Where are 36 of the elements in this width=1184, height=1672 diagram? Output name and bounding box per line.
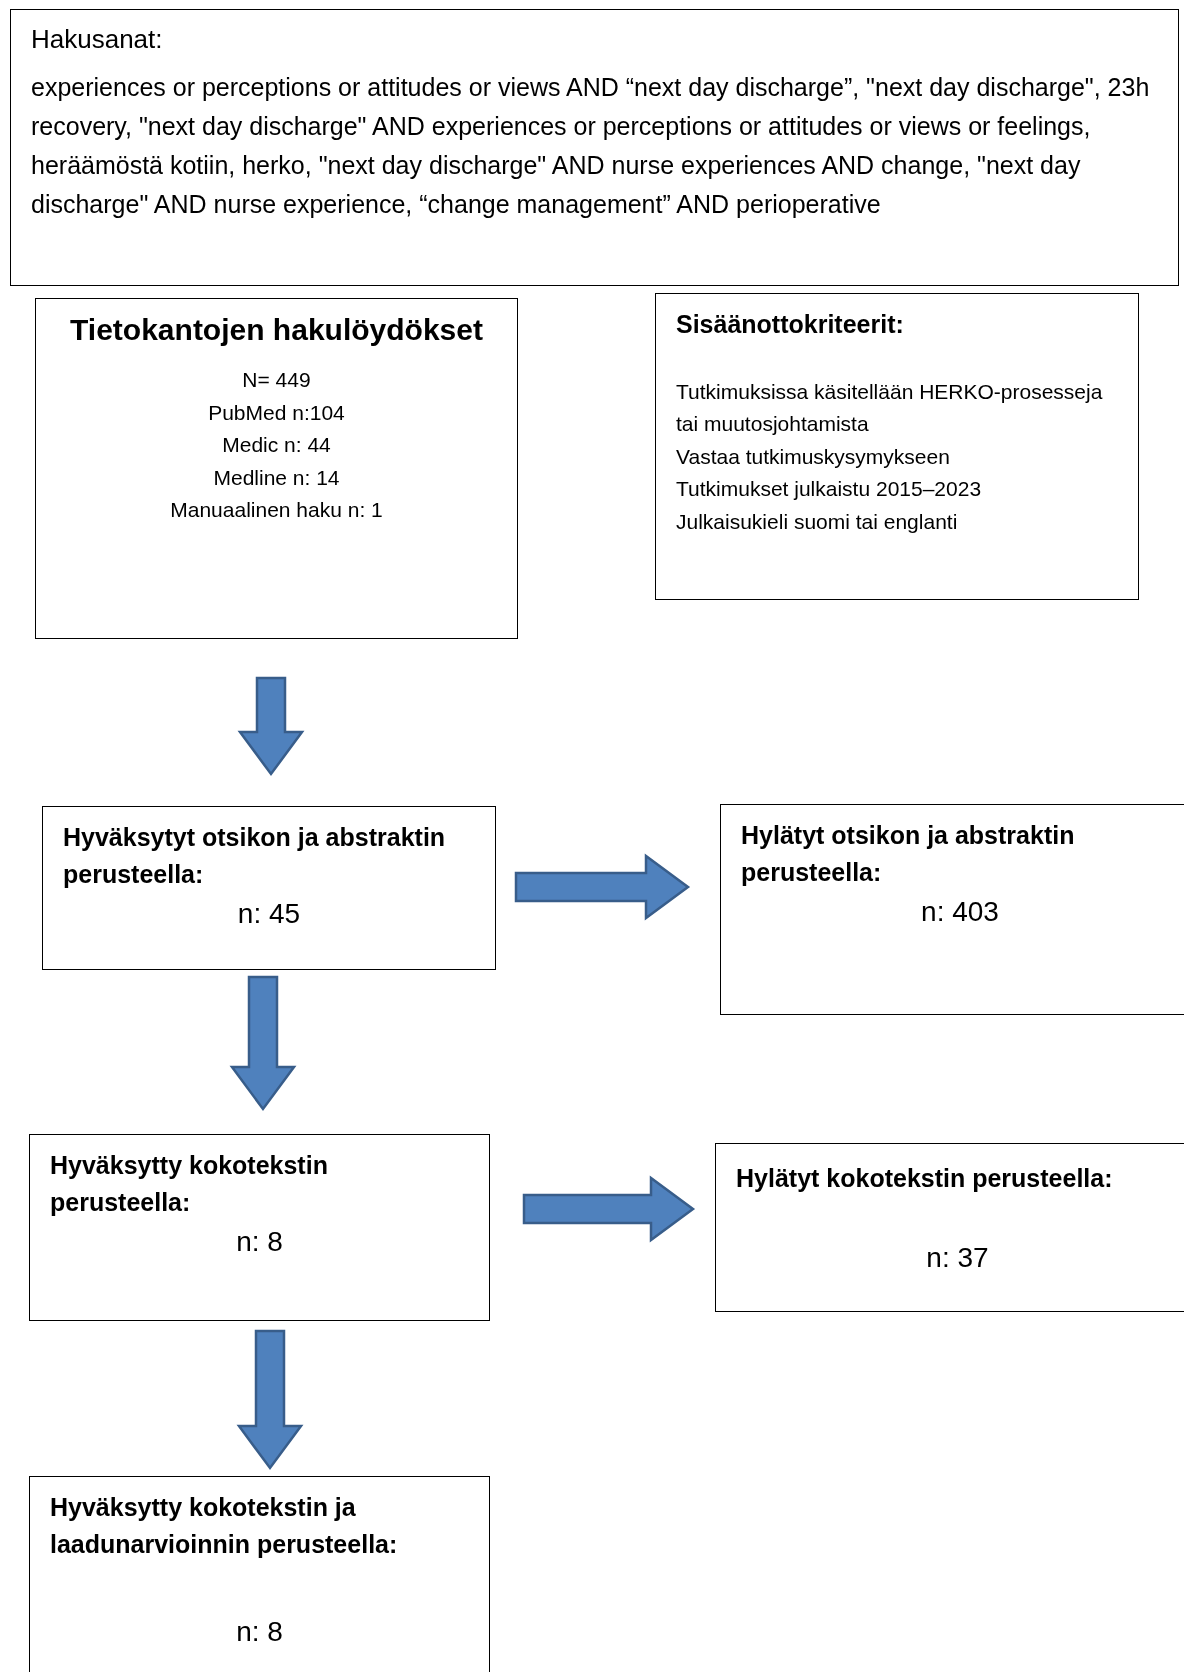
box-text: Medic n: 44	[221, 432, 332, 458]
box-text: Tutkimuksissa käsitellään HERKO-prosesseja tai muutosjohtamista	[676, 378, 1104, 437]
box-text: n: 403	[920, 895, 1000, 929]
box-text: N= 449	[241, 367, 312, 393]
block-arrow	[522, 1175, 696, 1243]
process-box	[35, 298, 518, 639]
box-text: n: 8	[235, 1225, 284, 1259]
process-box	[42, 806, 496, 970]
box-heading: Sisäänottokriteerit:	[676, 309, 905, 340]
block-arrow	[514, 853, 691, 921]
box-heading: Hylätyt otsikon ja abstraktin perusteella:	[741, 820, 1076, 888]
process-box	[720, 804, 1184, 1015]
box-heading: Hyväksytty kokotekstin ja laadunarvioinnin perusteella:	[50, 1492, 399, 1560]
box-text: PubMed n:104	[207, 399, 346, 426]
block-arrow	[236, 1329, 304, 1471]
box-heading: Hakusanat:	[31, 23, 164, 56]
process-box	[29, 1476, 490, 1672]
process-box	[715, 1143, 1184, 1312]
process-box	[29, 1134, 490, 1321]
box-heading: Hyväksytyt otsikon ja abstraktin perusteella:	[63, 822, 447, 890]
box-text: n: 37	[925, 1241, 990, 1275]
process-box	[10, 9, 1179, 286]
box-text: n: 8	[235, 1615, 284, 1649]
box-text: experiences or perceptions or attitudes or views AND “next day discharge”, "next day discharge", 23h recovery, "next day discharge" AND experiences or perceptions or attitudes or views or feelings, heräämöstä kotiin, herko, "next day discharge" AND nurse experiences AND change, "next day discharge" AND nurse experience, “change management” AND perioperative	[31, 72, 1151, 220]
box-text: Manuaalinen haku n: 1	[169, 497, 384, 523]
box-text: Vastaa tutkimuskysymykseen	[676, 443, 951, 470]
box-heading: Hyväksytty kokotekstin perusteella:	[50, 1150, 329, 1218]
box-text: Medline n: 14	[212, 464, 341, 491]
box-heading: Hylätyt kokotekstin perusteella:	[736, 1163, 1114, 1194]
block-arrow	[229, 975, 297, 1112]
block-arrow	[237, 676, 305, 777]
box-text: Tutkimukset julkaistu 2015–2023	[676, 476, 983, 502]
box-heading: Tietokantojen hakulöydökset	[69, 312, 484, 348]
process-box	[655, 293, 1139, 600]
box-text: n: 45	[236, 897, 302, 931]
box-text: Julkaisukieli suomi tai englanti	[676, 508, 959, 535]
